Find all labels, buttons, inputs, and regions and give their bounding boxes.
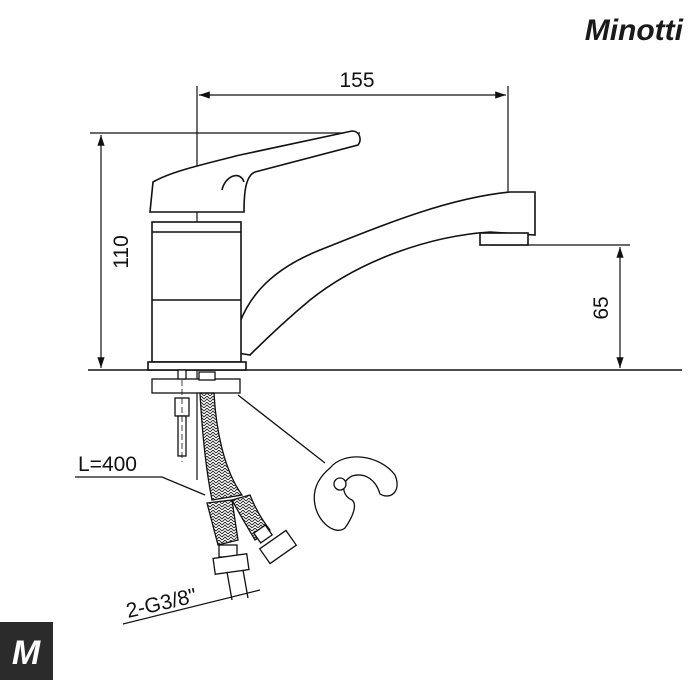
mounting-kit: [75, 369, 398, 625]
connection-label: 2-G3/8": [124, 584, 199, 623]
spout: [231, 191, 536, 356]
hose: [199, 392, 244, 501]
dimension-width: 155: [339, 69, 374, 92]
hose-length-label: L=400: [78, 453, 137, 476]
corner-logo: M: [0, 622, 53, 680]
corner-logo-text: M: [12, 634, 41, 672]
hose-nut: [212, 552, 250, 576]
aerator: [479, 232, 529, 246]
hose-nut: [258, 529, 298, 565]
brand-logo: Minotti: [585, 14, 684, 47]
handle-lever: [149, 130, 361, 213]
horseshoe-clamp: [313, 456, 398, 531]
brand-name: Minotti: [585, 14, 684, 47]
mounting-washer: [151, 378, 241, 394]
faucet-body: [147, 130, 536, 371]
dimension-spout-height: 65: [590, 296, 613, 319]
dimension-height: 110: [110, 235, 133, 268]
base-plate: [147, 361, 247, 371]
hose: [206, 499, 239, 546]
